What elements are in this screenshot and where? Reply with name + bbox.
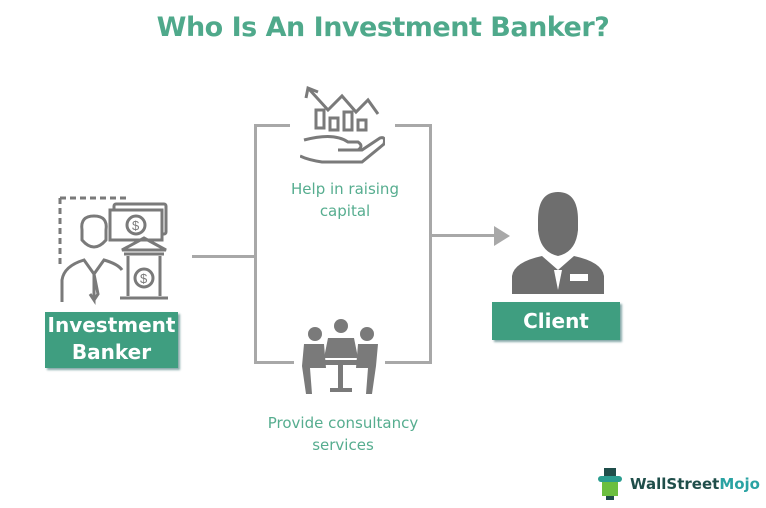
right-bracket [429,124,432,364]
brand-logo: WallStreetMojo [630,475,760,493]
client-label: Client [523,309,589,333]
step-2-line1: Provide consultancy [267,414,419,432]
left-node-line1: Investment [47,313,176,337]
bracket-top-left [254,124,290,127]
wallstreetmojo-logo-icon [598,468,622,500]
investment-banker-icon: $ $ [58,196,168,305]
investment-banker-box: Investment Banker [45,312,178,368]
arrow-line [430,234,496,237]
step-2-line2: services [312,436,374,454]
client-box: Client [492,302,620,340]
meeting-icon [302,319,378,394]
svg-text:$: $ [140,271,148,286]
step-1-line2: capital [319,202,371,220]
left-bracket [254,124,257,364]
client-icon [512,192,604,294]
arrow-head-icon [494,226,510,246]
step-1-line1: Help in raising [291,180,399,198]
bracket-top-right [395,124,431,127]
step-2-caption: Provide consultancy services [248,412,438,456]
bracket-bottom-right [385,361,431,364]
step-1-caption: Help in raising capital [260,178,430,222]
bracket-bottom-left [254,361,294,364]
connector-line [192,255,256,258]
page-title: Who Is An Investment Banker? [156,12,610,43]
hand-with-chart-icon [300,85,385,164]
svg-text:$: $ [132,218,140,233]
brand-part1: WallStreet [630,475,720,493]
left-node-line2: Banker [71,340,152,364]
brand-part2: Mojo [719,475,760,493]
